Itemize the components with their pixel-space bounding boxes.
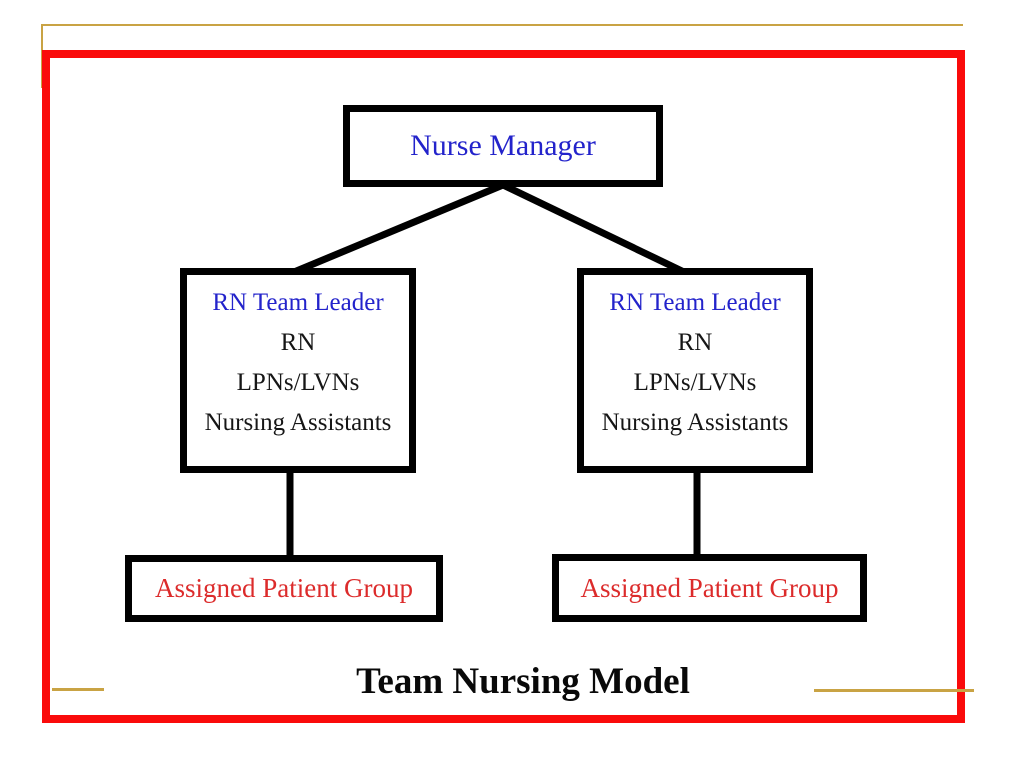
node-team-right: RN Team Leader RN LPNs/LVNs Nursing Assi… (577, 268, 813, 473)
team-left-member-rn: RN (280, 329, 316, 356)
node-team-left: RN Team Leader RN LPNs/LVNs Nursing Assi… (180, 268, 416, 473)
team-left-member-assistants: Nursing Assistants (204, 409, 392, 436)
slide-title: Team Nursing Model (356, 661, 690, 702)
team-right-member-lpns: LPNs/LVNs (633, 369, 757, 396)
node-patient-group-left: Assigned Patient Group (125, 555, 443, 622)
patient-group-left-label: Assigned Patient Group (155, 573, 413, 603)
connector-root-to-right-team (501, 181, 686, 276)
gold-bottom-left-accent-line (52, 688, 104, 691)
team-left-member-lpns: LPNs/LVNs (236, 369, 360, 396)
team-right-member-assistants: Nursing Assistants (601, 409, 789, 436)
node-patient-group-right: Assigned Patient Group (552, 554, 867, 622)
team-right-member-rn: RN (677, 329, 713, 356)
connector-root-to-left-team (292, 181, 505, 276)
gold-top-accent-line (41, 24, 963, 26)
slide-red-frame (42, 50, 965, 723)
team-right-leader-label: RN Team Leader (609, 289, 781, 316)
nurse-manager-label: Nurse Manager (410, 129, 596, 162)
gold-bottom-right-accent-line (814, 689, 974, 692)
patient-group-right-label: Assigned Patient Group (580, 572, 839, 603)
team-left-leader-label: RN Team Leader (212, 289, 384, 316)
node-nurse-manager: Nurse Manager (343, 105, 663, 187)
